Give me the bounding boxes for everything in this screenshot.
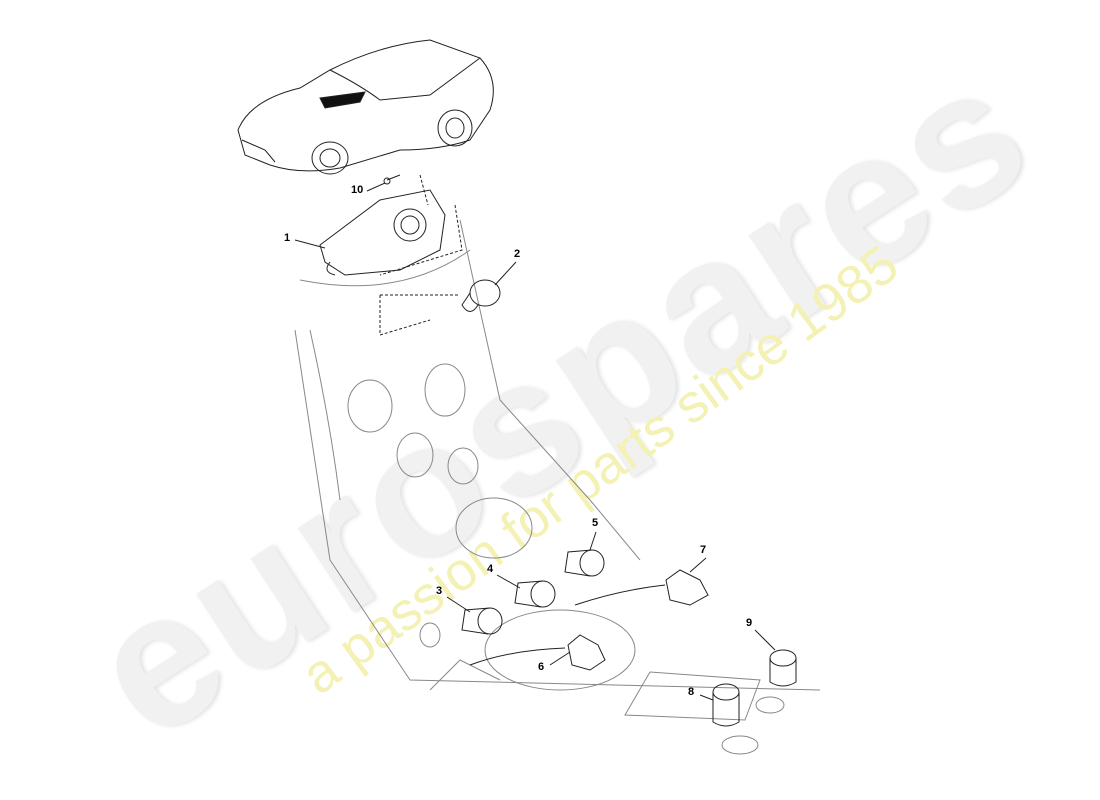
callout-7: 7	[700, 544, 707, 556]
part-5-switch	[564, 549, 605, 577]
callout-4: 4	[487, 563, 494, 575]
part-3-switch	[461, 607, 503, 635]
center-console-outline	[294, 219, 821, 755]
callout-5: 5	[592, 517, 599, 529]
callout-2: 2	[514, 248, 521, 260]
part-2-switch	[379, 279, 501, 336]
callout-8: 8	[688, 686, 695, 698]
part-10-screw	[383, 174, 401, 185]
car-illustration	[237, 39, 494, 175]
part-9-switch	[769, 649, 797, 687]
leader-lines	[294, 182, 776, 701]
part-4-switch	[514, 580, 556, 608]
callout-6: 6	[538, 661, 545, 673]
part-8-switch	[712, 683, 740, 727]
callout-1: 1	[284, 232, 291, 244]
callout-10: 10	[351, 184, 364, 196]
part-1-switch-assembly	[319, 174, 463, 276]
part-6-switch	[567, 634, 606, 671]
part-7-switch	[665, 569, 709, 606]
callout-3: 3	[436, 585, 443, 597]
callout-9: 9	[746, 617, 753, 629]
